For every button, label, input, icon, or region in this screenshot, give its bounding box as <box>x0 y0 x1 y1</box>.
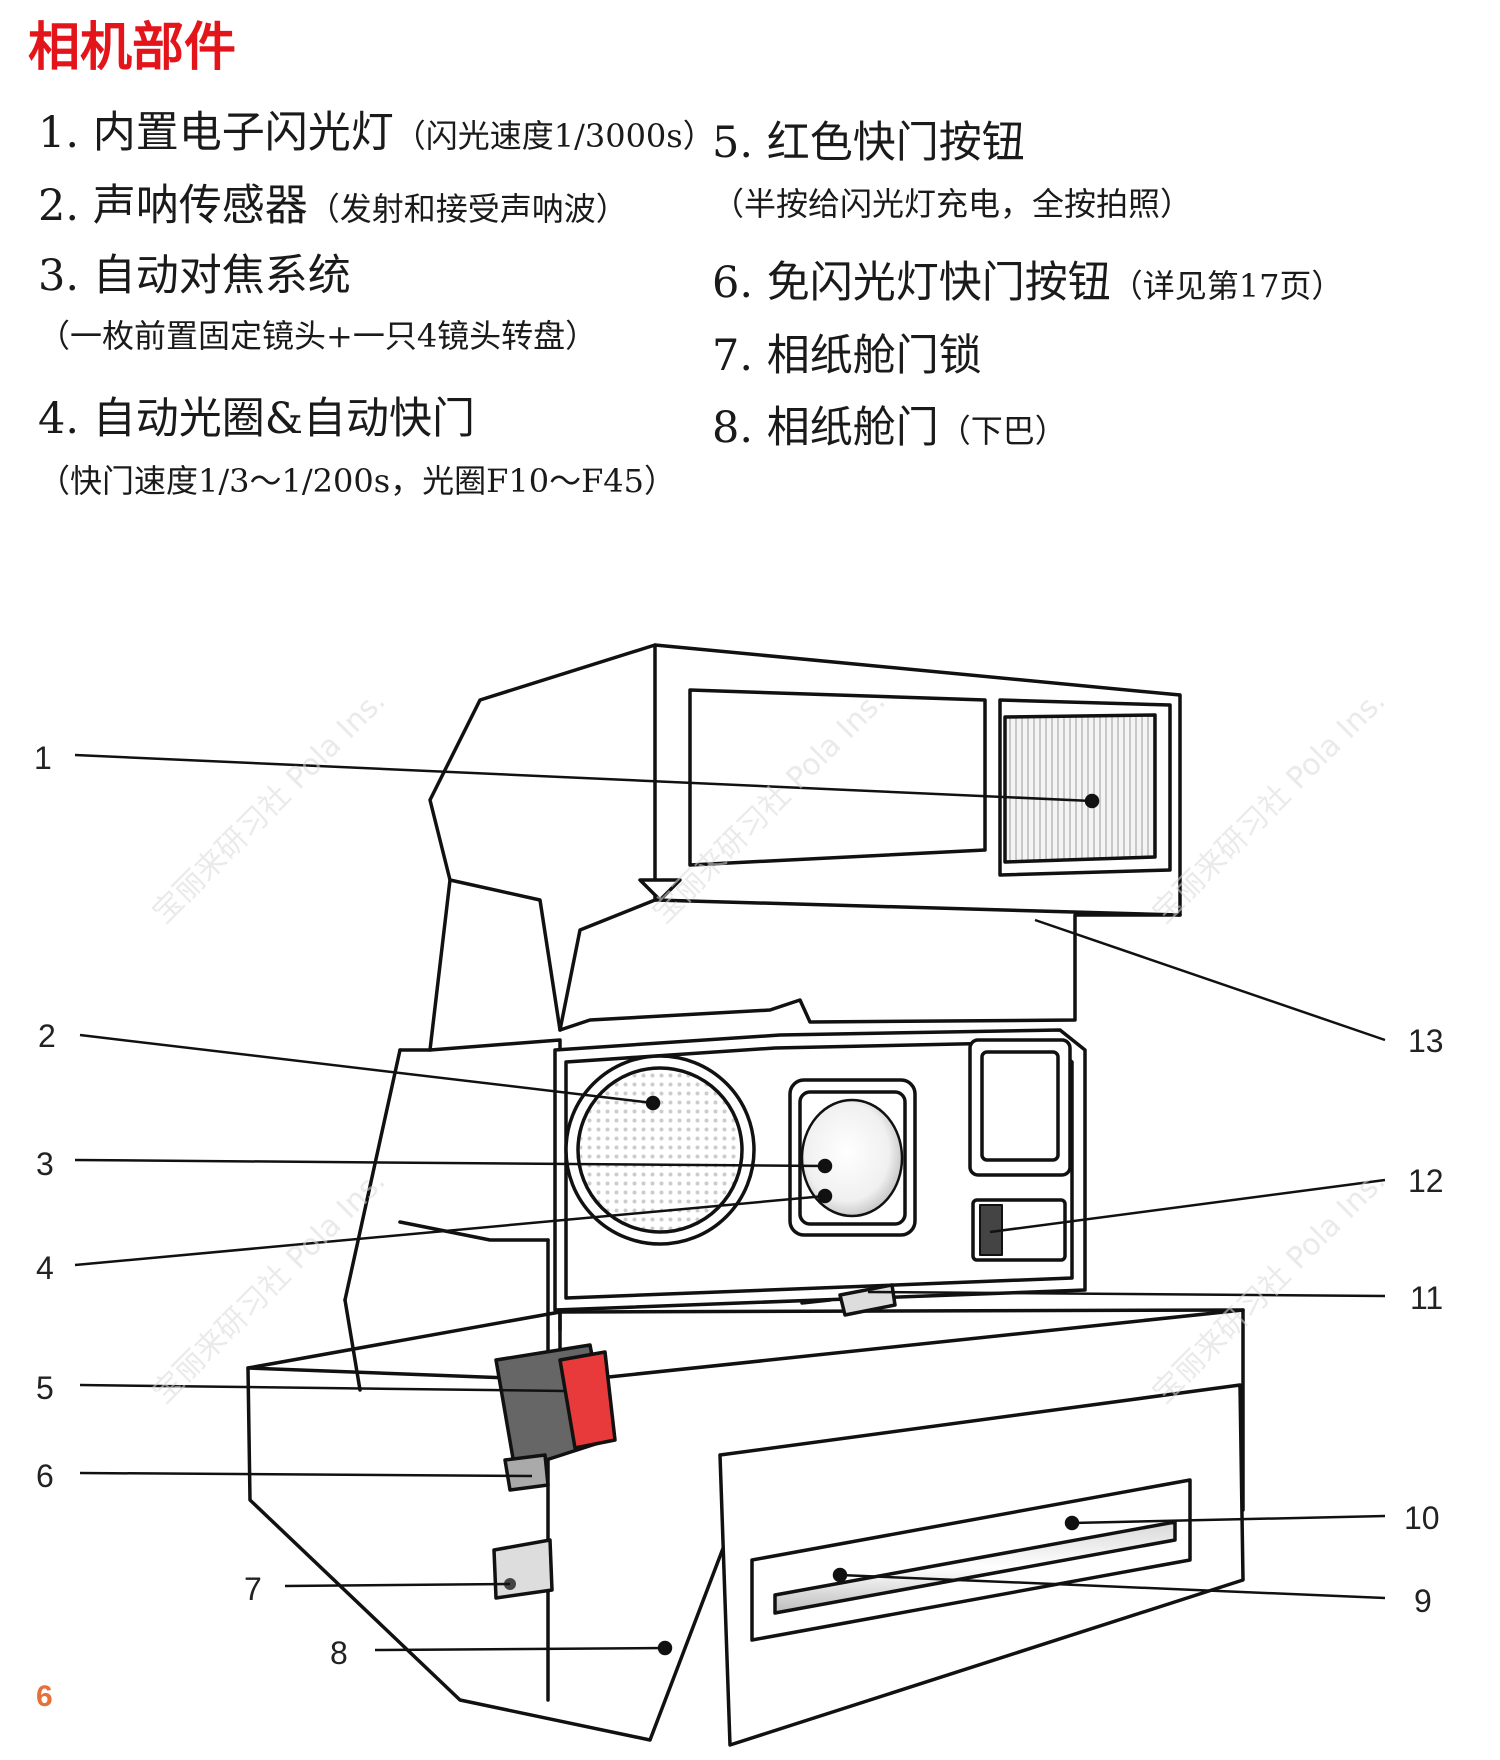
part-6-label: 6. 免闪光灯快门按钮 <box>712 258 1111 308</box>
part-4-label: 4. 自动光圈&自动快门 <box>38 394 475 444</box>
part-2: 2. 声呐传感器（发射和接受声呐波） <box>38 185 628 228</box>
callout-8: 8 <box>330 1635 348 1671</box>
part-8-note: （下巴） <box>938 412 1067 450</box>
callout-12: 12 <box>1408 1163 1444 1199</box>
part-6-note: （详见第17页） <box>1110 267 1344 305</box>
part-7: 7. 相纸舱门锁 <box>712 335 982 378</box>
part-8: 8. 相纸舱门（下巴） <box>712 407 1067 450</box>
page-title: 相机部件 <box>28 18 237 78</box>
callout-6: 6 <box>36 1458 54 1494</box>
part-5-note: （半按给闪光灯充电，全按拍照） <box>712 185 1193 223</box>
page-number: 6 <box>36 1680 53 1713</box>
callout-4: 4 <box>36 1250 54 1286</box>
callout-11: 11 <box>1410 1280 1444 1316</box>
part-3: 3. 自动对焦系统 <box>38 255 351 298</box>
part-7-label: 7. 相纸舱门锁 <box>712 331 982 381</box>
part-3-note: （一枚前置固定镜头+一只4镜头转盘） <box>38 317 598 355</box>
callout-7: 7 <box>244 1571 262 1607</box>
part-5: 5. 红色快门按钮 <box>712 122 1025 165</box>
callout-3: 3 <box>36 1146 54 1182</box>
part-8-label: 8. 相纸舱门 <box>712 403 939 453</box>
callout-13: 13 <box>1408 1023 1444 1059</box>
part-5-label: 5. 红色快门按钮 <box>712 118 1025 168</box>
part-2-note: （发射和接受声呐波） <box>307 190 628 228</box>
part-1: 1. 内置电子闪光灯（闪光速度1/3000s） <box>38 112 715 155</box>
part-4-note: （快门速度1/3～1/200s，光圈F10～F45） <box>38 462 676 500</box>
callout-9: 9 <box>1414 1583 1432 1619</box>
part-1-note: （闪光速度1/3000s） <box>393 117 715 155</box>
part-4: 4. 自动光圈&自动快门 <box>38 398 475 441</box>
callout-5: 5 <box>36 1370 54 1406</box>
part-3-label: 3. 自动对焦系统 <box>38 251 351 301</box>
red-shutter-button <box>558 1350 617 1450</box>
callout-10: 10 <box>1404 1500 1440 1536</box>
part-1-label: 1. 内置电子闪光灯 <box>38 108 394 158</box>
part-2-label: 2. 声呐传感器 <box>38 181 308 231</box>
viewfinder <box>968 1038 1072 1177</box>
part-6: 6. 免闪光灯快门按钮（详见第17页） <box>712 262 1343 305</box>
film-door-latch <box>492 1538 554 1600</box>
callout-2: 2 <box>38 1018 56 1054</box>
callout-1: 1 <box>34 740 52 776</box>
